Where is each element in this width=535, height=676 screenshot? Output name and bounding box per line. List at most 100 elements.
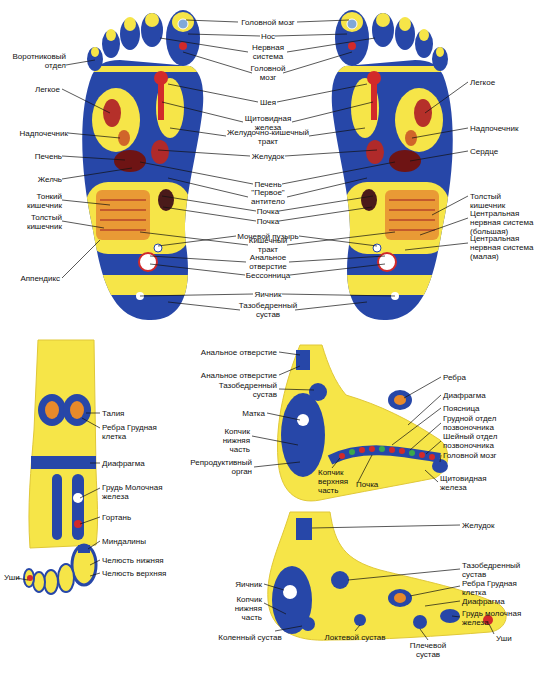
knee-zone bbox=[301, 617, 315, 631]
leader-lines bbox=[252, 352, 441, 482]
region-label: Центральная нервная система (малая) bbox=[470, 234, 534, 261]
leader-line bbox=[62, 200, 110, 205]
region-label: Почка bbox=[356, 480, 378, 489]
toe bbox=[24, 569, 34, 587]
stomach-organ bbox=[151, 140, 169, 164]
leader-line bbox=[168, 178, 248, 197]
region-label: Тонкий кишечник bbox=[14, 192, 62, 210]
region-label: Матка bbox=[242, 409, 265, 418]
chest-zone bbox=[52, 474, 62, 540]
region-label: Щитовидная железа bbox=[440, 474, 490, 492]
region-label: Ребра Грудная клетка bbox=[102, 423, 162, 441]
region-label: Почка bbox=[257, 217, 279, 226]
region-label: Желудок bbox=[462, 521, 495, 530]
region-label: Тазобедренный сустав bbox=[217, 381, 277, 399]
region-label: Локтевой сустав bbox=[325, 633, 386, 642]
spine-dot bbox=[369, 446, 375, 452]
region-label: Головной мозг bbox=[241, 18, 295, 27]
leader-line bbox=[62, 168, 132, 179]
leader-line bbox=[355, 625, 360, 631]
inner-side-foot bbox=[278, 345, 448, 501]
sole-drawing-mirror bbox=[325, 10, 455, 320]
leader-line bbox=[90, 560, 100, 565]
rib-zone bbox=[63, 394, 91, 426]
spine-dot bbox=[389, 447, 395, 453]
region-label: Анальное отверстие bbox=[201, 348, 277, 357]
region-label: Диафрагма bbox=[462, 597, 505, 606]
leader-line bbox=[150, 264, 245, 275]
foot-outline bbox=[29, 340, 98, 548]
region-label: Печень bbox=[254, 180, 281, 189]
intestine-zone bbox=[86, 182, 190, 254]
leader-line bbox=[88, 541, 100, 549]
spine-dot bbox=[419, 452, 425, 458]
leader-line bbox=[425, 82, 468, 113]
nerve-zone bbox=[179, 42, 187, 50]
region-label: Аппендикс bbox=[20, 274, 60, 283]
leader-line bbox=[162, 102, 243, 122]
rib-organ bbox=[70, 401, 84, 419]
insomnia-zone bbox=[139, 253, 157, 271]
region-label: Анальное отверстие bbox=[201, 371, 277, 380]
region-label: Уши bbox=[496, 634, 512, 643]
rib-organ bbox=[394, 593, 406, 603]
leader-line bbox=[432, 196, 468, 215]
leader-line bbox=[275, 626, 302, 631]
region-label: Талия bbox=[102, 409, 124, 418]
leader-line bbox=[90, 573, 100, 576]
leader-line bbox=[332, 458, 340, 468]
region-label: Сердце bbox=[470, 147, 498, 156]
leader-line bbox=[86, 413, 100, 414]
bladder-zone bbox=[154, 244, 162, 252]
region-label: Легкое bbox=[470, 78, 495, 87]
leader-line bbox=[279, 352, 300, 355]
region-label: Миндалины bbox=[102, 537, 146, 546]
leader-line bbox=[66, 60, 95, 65]
toe bbox=[102, 30, 120, 58]
leader-line bbox=[168, 302, 240, 310]
diaphragm-band bbox=[31, 456, 96, 469]
region-label: Тазобедренный сустав bbox=[462, 561, 528, 579]
toe-tip bbox=[91, 47, 99, 57]
toe-tip bbox=[145, 13, 159, 27]
sole-drawing bbox=[80, 10, 210, 320]
breast-zone bbox=[440, 609, 460, 623]
leader-line bbox=[312, 525, 460, 528]
region-label: Головной мозг bbox=[443, 451, 523, 460]
region-label: Анальное отверстие bbox=[243, 253, 293, 271]
big-toe bbox=[166, 10, 200, 66]
leader-line bbox=[140, 162, 253, 184]
leader-line bbox=[425, 601, 460, 606]
leader-line bbox=[420, 629, 428, 640]
leader-lines-mirror bbox=[275, 20, 395, 310]
leader-line bbox=[264, 603, 286, 614]
leader-lines bbox=[140, 20, 260, 310]
region-label: Надпочечник bbox=[470, 124, 518, 133]
region-label: Ребра Грудная клетка bbox=[462, 579, 528, 597]
leader-line bbox=[410, 586, 460, 596]
heel-zone bbox=[281, 393, 325, 477]
region-label: Поясница bbox=[443, 404, 479, 413]
brain-zone bbox=[178, 19, 188, 29]
big-toe bbox=[72, 545, 96, 585]
rib-organ bbox=[394, 395, 406, 405]
leader-line bbox=[452, 616, 460, 617]
rib-organ bbox=[45, 401, 59, 419]
region-label: Репродуктивный орган bbox=[186, 458, 252, 476]
region-label: Копчик нижняя часть bbox=[217, 595, 262, 622]
region-label: Головной мозг bbox=[248, 64, 288, 82]
leader-line bbox=[68, 133, 120, 138]
region-label: Кишечный тракт bbox=[245, 236, 291, 254]
spine-band bbox=[330, 450, 440, 460]
leader-line bbox=[62, 89, 110, 113]
region-label: Диафрагма bbox=[102, 459, 145, 468]
breast-zone bbox=[73, 493, 83, 503]
region-label: Желчь bbox=[38, 175, 62, 184]
toe-tip bbox=[124, 17, 136, 31]
leader-line bbox=[358, 455, 372, 482]
leader-line bbox=[279, 389, 314, 390]
leader-line bbox=[267, 413, 300, 420]
region-label: Гортань bbox=[102, 513, 131, 522]
